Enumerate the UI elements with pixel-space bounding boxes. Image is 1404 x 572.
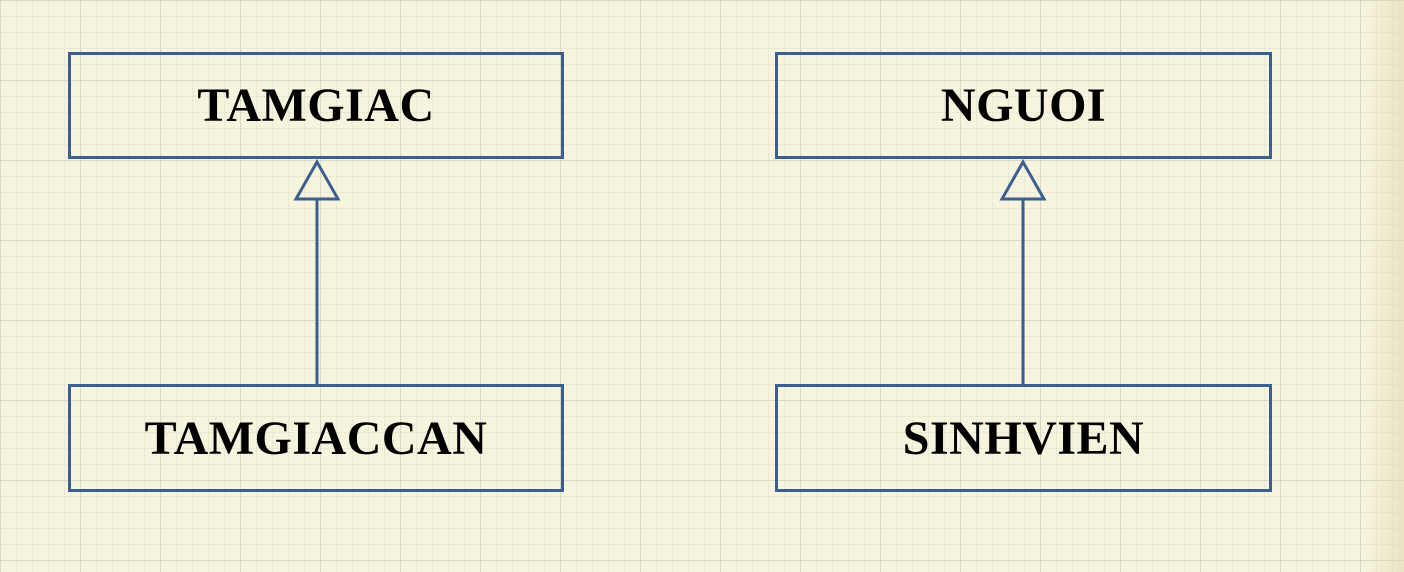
inheritance-arrowhead-right — [999, 158, 1047, 201]
class-label-tamgiaccan: TAMGIACCAN — [144, 411, 488, 465]
class-label-tamgiac: TAMGIAC — [197, 79, 435, 132]
class-box-sinhvien: SINHVIEN — [775, 384, 1272, 492]
class-label-nguoi: NGUOI — [940, 79, 1107, 132]
class-box-tamgiaccan: TAMGIACCAN — [68, 384, 564, 492]
inheritance-arrowhead-left — [293, 158, 341, 201]
class-label-sinhvien: SINHVIEN — [902, 411, 1145, 465]
inheritance-arrow-sinhvien-to-nguoi — [999, 158, 1047, 384]
inheritance-arrow-tamgiaccan-to-tamgiac — [293, 158, 341, 384]
class-box-nguoi: NGUOI — [775, 52, 1272, 159]
class-box-tamgiac: TAMGIAC — [68, 52, 564, 159]
